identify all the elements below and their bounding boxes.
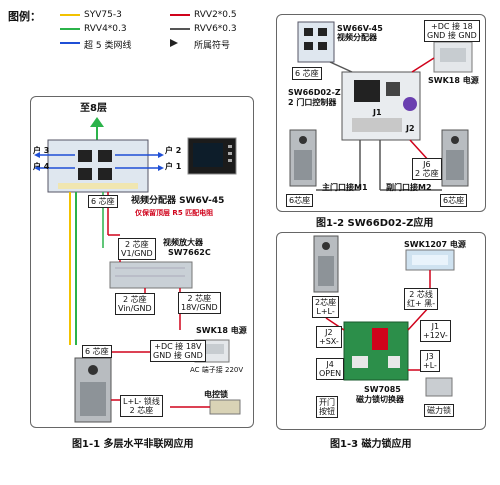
splitter-note: 仅保留顶层 R5 匹配电阻 — [135, 209, 214, 217]
lock-connector: L+L- 锁线 2 芯座 — [120, 395, 163, 417]
amp-power-signal: 18V/GND — [181, 303, 218, 312]
amp-output-signal: Vin/GND — [118, 304, 152, 313]
fig3-psu-connector: 2 芯线 红+ 黑- — [404, 288, 439, 310]
amp-title: 视频放大器 — [163, 238, 203, 247]
amp-model: SW7662C — [168, 248, 211, 257]
amp-output-pins: 2 芯座 — [123, 295, 147, 304]
lock-line-label: L+L- 锁线 — [123, 397, 160, 406]
lock-title: 电控锁 — [204, 390, 228, 399]
amp-input-connector: 2 芯座 V1/GND — [118, 238, 156, 260]
fig3-psu-title: SWK1207 电源 — [404, 240, 466, 249]
fig2-j1: J1 — [373, 108, 382, 117]
fig2-psu-title: SWK18 电源 — [428, 76, 479, 85]
fig2-main-door: 主门口接M1 — [322, 183, 368, 192]
fig2-psu-connector: +DC 接 18 GND 接 GND — [424, 20, 480, 42]
fig2-j6-connector: J6 2 芯座 — [412, 158, 442, 180]
household-4-label: 户 4 — [33, 162, 50, 171]
fig3-j3-connector: J3 +L- — [420, 350, 440, 372]
splitter-six-pin: 6 芯座 — [88, 195, 118, 208]
fig1-caption: 图1-1 多层水平非联网应用 — [72, 439, 194, 450]
fig3-j1: J1 — [431, 322, 440, 331]
psu-gnd-label: GND 接 GND — [153, 351, 203, 360]
door-six-pin: 6 芯座 — [82, 345, 112, 358]
splitter-title: 视频分配器 SW6V-45 — [131, 196, 225, 206]
legend-item: RVV6*0.3 — [194, 24, 237, 34]
fig3-model: SW7085 — [364, 385, 401, 394]
legend-item: 超 5 类网线 — [84, 41, 132, 51]
legend-title: 图例： — [8, 10, 41, 23]
fig3-j2: J2 — [325, 328, 333, 337]
fig2-splitter-title: SW66V-45 — [337, 24, 383, 33]
fig3-exit-line1: 开门 — [319, 398, 335, 407]
legend-item: RVV2*0.5 — [194, 10, 237, 20]
fig2-six-pin-right: 6芯座 — [440, 194, 468, 207]
household-2-label: 户 2 — [165, 146, 182, 155]
fig3-exit-button: 开门 按钮 — [316, 396, 338, 418]
fig2-ctrl-name: 2 门口控制器 — [288, 98, 337, 107]
fig3-exit-line2: 按钮 — [319, 407, 335, 416]
fig3-psu-sig: 红+ 黑- — [407, 299, 436, 308]
amp-power-pins: 2 芯座 — [187, 294, 212, 303]
fig3-j3-sig: +L- — [423, 361, 437, 370]
psu-ac-label: AC 端子接 220V — [190, 366, 244, 374]
fig3-door-connector: 2芯座 L+L- — [312, 296, 340, 318]
household-1-label: 户 1 — [165, 162, 182, 171]
up-floor-label: 至8层 — [80, 103, 107, 114]
fig2-j6-pins: 2 芯座 — [415, 169, 439, 178]
fig3-maglock: 磁力锁 — [424, 404, 454, 417]
amp-input-signal: V1/GND — [121, 249, 153, 258]
fig3-j3: J3 — [426, 352, 434, 361]
fig2-j6: J6 — [423, 160, 431, 169]
fig2-splitter-sub: 视频分配器 — [337, 33, 377, 42]
psu-dc-label: +DC 接 18V — [154, 342, 202, 351]
fig3-door-pins: 2芯座 — [315, 298, 337, 307]
fig3-j2-sig: +SX- — [319, 337, 339, 346]
fig2-dc-label: +DC 接 18 — [431, 22, 473, 31]
fig2-ctrl-model: SW66D02-Z — [288, 88, 341, 97]
fig2-caption: 图1-2 SW66D02-Z应用 — [316, 218, 434, 229]
fig3-door-sig: L+L- — [316, 307, 335, 316]
legend-item: RVV4*0.3 — [84, 24, 127, 34]
household-3-label: 户 3 — [33, 146, 50, 155]
psu-title: SWK18 电源 — [196, 326, 247, 335]
fig2-sub-door: 副门口接M2 — [386, 183, 432, 192]
fig3-j4-connector: J4 OPEN — [316, 358, 345, 380]
fig2-j2: J2 — [406, 124, 415, 133]
fig2-gnd-label: GND 接 GND — [427, 31, 477, 40]
fig3-j1-sig: +12V- — [423, 331, 448, 340]
fig3-psu-pins: 2 芯线 — [409, 290, 433, 299]
legend-swatch-symbol — [170, 39, 178, 47]
fig3-j1-connector: J1 +12V- — [420, 320, 451, 342]
fig3-j2-connector: J2 +SX- — [316, 326, 342, 348]
amp-input-pins: 2 芯座 — [124, 240, 149, 249]
legend-item: 所属符号 — [194, 41, 231, 51]
lock-pin-label: 2 芯座 — [129, 406, 154, 415]
legend-item: SYV75-3 — [84, 10, 122, 20]
fig3-j4-sig: OPEN — [319, 369, 342, 378]
fig3-model-sub: 磁力锁切换器 — [356, 395, 404, 404]
fig3-caption: 图1-3 磁力锁应用 — [330, 439, 412, 450]
psu-dc-connector: +DC 接 18V GND 接 GND — [150, 340, 206, 362]
fig2-six-pin-top: 6 芯座 — [292, 67, 322, 80]
amp-power-connector: 2 芯座 18V/GND — [178, 292, 221, 314]
fig2-six-pin-left: 6芯座 — [286, 194, 314, 207]
amp-output-connector: 2 芯座 Vin/GND — [115, 293, 155, 315]
fig3-j4: J4 — [326, 360, 334, 369]
